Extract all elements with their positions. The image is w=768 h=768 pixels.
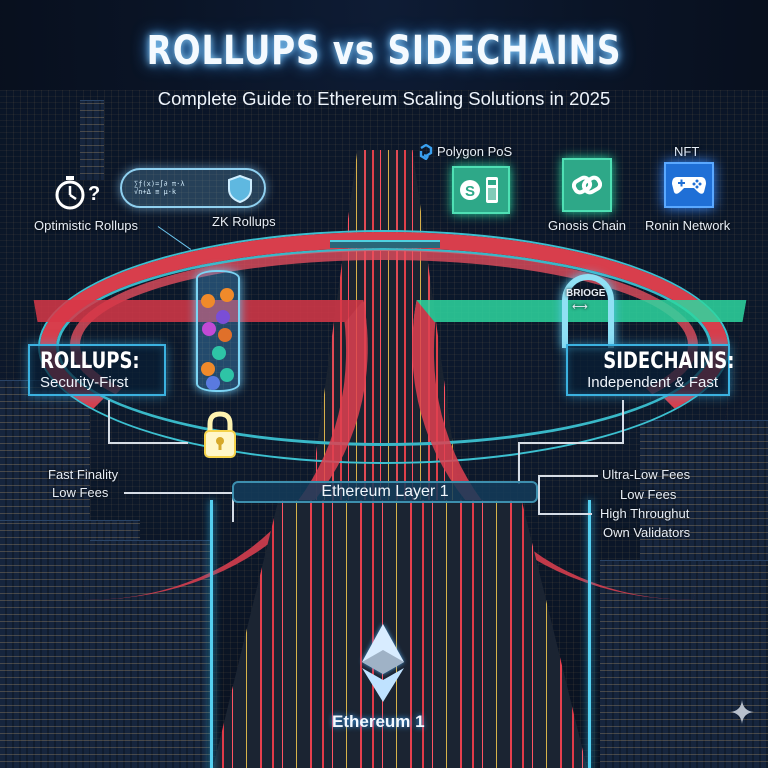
coin-and-terminal-icon: S [460,177,498,203]
payment-terminal-icon: S [452,166,510,214]
optimistic-rollups-label: Optimistic Rollups [34,218,139,233]
page-subtitle: Complete Guide to Ethereum Scaling Solut… [157,88,611,109]
crypto-coins-cylinder-icon [196,270,240,392]
zk-rollups-label: ZK Rollups [212,214,276,229]
sidechains-panel-subtitle: Independent & Fast [587,374,718,391]
highway-edge [210,500,213,768]
connector-line [538,475,540,515]
bridge-label: BRIOGE [566,288,606,299]
sidechains-panel-title: SIDECHAINS: [603,349,735,374]
sidechains-feature: High Throughut [600,506,690,521]
connector-line [538,513,592,515]
rollups-feature: Low Fees [52,485,109,500]
coin-icon [201,362,215,376]
connector-line [538,475,598,477]
coin-icon [218,328,232,342]
sidechains-feature: Low Fees [620,487,677,502]
padlock-icon [204,411,236,458]
connector-line [518,442,624,444]
polygon-pos-label: Polygon PoS [437,144,513,159]
connector-line [124,492,234,494]
shield-icon [228,174,252,204]
overpass [330,240,440,248]
sparkle-icon [730,700,754,724]
bitcoin-coin-icon [220,288,234,302]
coin-icon [206,376,220,390]
stopwatch-question-icon: ? [55,176,100,210]
ethereum-logo-icon [362,624,404,702]
equations-decoration: ∑ƒ(x)=∫∂ π·λ√n+Δ ≡ μ·k [134,180,185,196]
rollups-feature: Fast Finality [48,467,119,482]
ronin-network-label: Ronin Network [645,218,731,233]
coin-icon [212,346,226,360]
coin-icon [202,322,216,336]
gamepad-icon [664,162,714,208]
rollups-panel: ROLLUPS: Security-First [28,344,166,396]
sidechains-feature: Own Validators [603,525,691,540]
sidechains-panel: SIDECHAINS: Independent & Fast [566,344,735,396]
building [80,100,104,180]
rollups-panel-title: ROLLUPS: [40,349,140,374]
connector-line [108,400,110,444]
building [640,420,768,560]
building [90,540,210,768]
connector-line [518,442,520,484]
gnosis-chain-label: Gnosis Chain [548,218,627,233]
controller-glyph [672,177,706,194]
connector-line [622,400,624,442]
building [600,560,768,768]
zk-proof-shield-icon: ∑ƒ(x)=∫∂ π·λ√n+Δ ≡ μ·k [120,168,266,208]
bridge-arch-icon [562,274,614,348]
connector-line [232,492,234,522]
building [0,380,90,520]
sidechains-feature: Ultra-Low Fees [602,467,691,482]
rollups-panel-subtitle: Security-First [40,374,129,391]
chain-link-icon [572,175,602,195]
svg-text:S: S [465,183,475,200]
bitcoin-coin-icon [201,294,215,308]
highway-edge [588,500,591,768]
coin-icon [220,368,234,382]
coin-icon [216,310,230,324]
bidirectional-arrow-icon: ⟷ [572,301,588,313]
page-title: ROLLUPS vs SIDECHAINS [146,28,622,74]
polygon-logo-icon [419,144,433,160]
svg-text:?: ? [88,183,100,205]
connector-line [108,442,188,444]
nft-badge: NFT [674,144,700,159]
ethereum-logo-label: Ethereum 1 [332,712,425,731]
gnosis-chain-icon [562,158,612,212]
ethereum-layer1-banner: Ethereum Layer 1 [232,481,538,503]
